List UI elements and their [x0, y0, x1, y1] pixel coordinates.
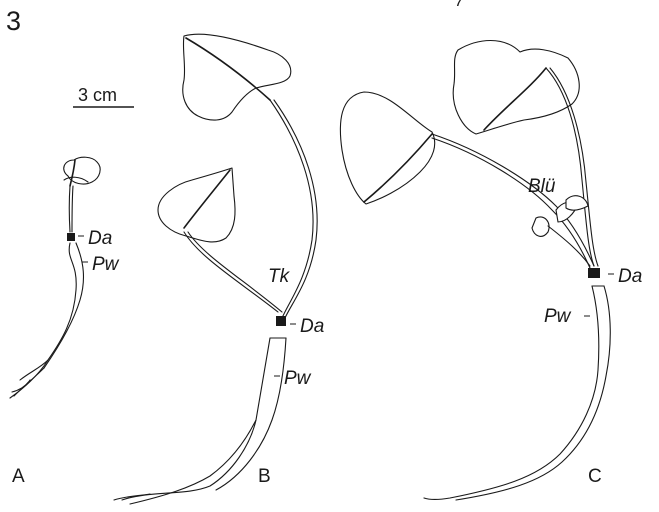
plant-a-root [10, 243, 76, 398]
plant-c-upper-leaf [453, 41, 579, 135]
panel-a-label-pw: Pw [92, 254, 120, 275]
plant-c-node [588, 268, 600, 278]
plant-b-node [276, 316, 286, 326]
plant-a-node [67, 233, 75, 241]
panel-c-label-da: Da [618, 266, 642, 287]
panel-b-label-da: Da [300, 316, 324, 337]
figure-number: 3 [6, 6, 21, 36]
plant-a-drawing [10, 157, 100, 398]
panel-c-letter: C [588, 466, 602, 487]
panel-a-label-da: Da [88, 228, 112, 249]
scale-bar-label: 3 cm [78, 85, 117, 105]
stray-mark: 7 [455, 0, 465, 10]
panel-c-label-blu: Blü [528, 176, 556, 197]
panel-b-label-pw: Pw [284, 368, 312, 389]
panel-b-label-tk: Tk [268, 266, 291, 287]
panel-b-letter: B [258, 466, 271, 487]
panel-a-letter: A [12, 466, 25, 487]
plant-b-root [122, 338, 270, 500]
plant-a-leaf [64, 157, 100, 184]
plant-c-drawing [340, 41, 610, 501]
panel-a-labels: Da Pw A [12, 228, 120, 487]
plant-c-root [424, 286, 599, 500]
panel-c-label-pw: Pw [544, 306, 572, 327]
